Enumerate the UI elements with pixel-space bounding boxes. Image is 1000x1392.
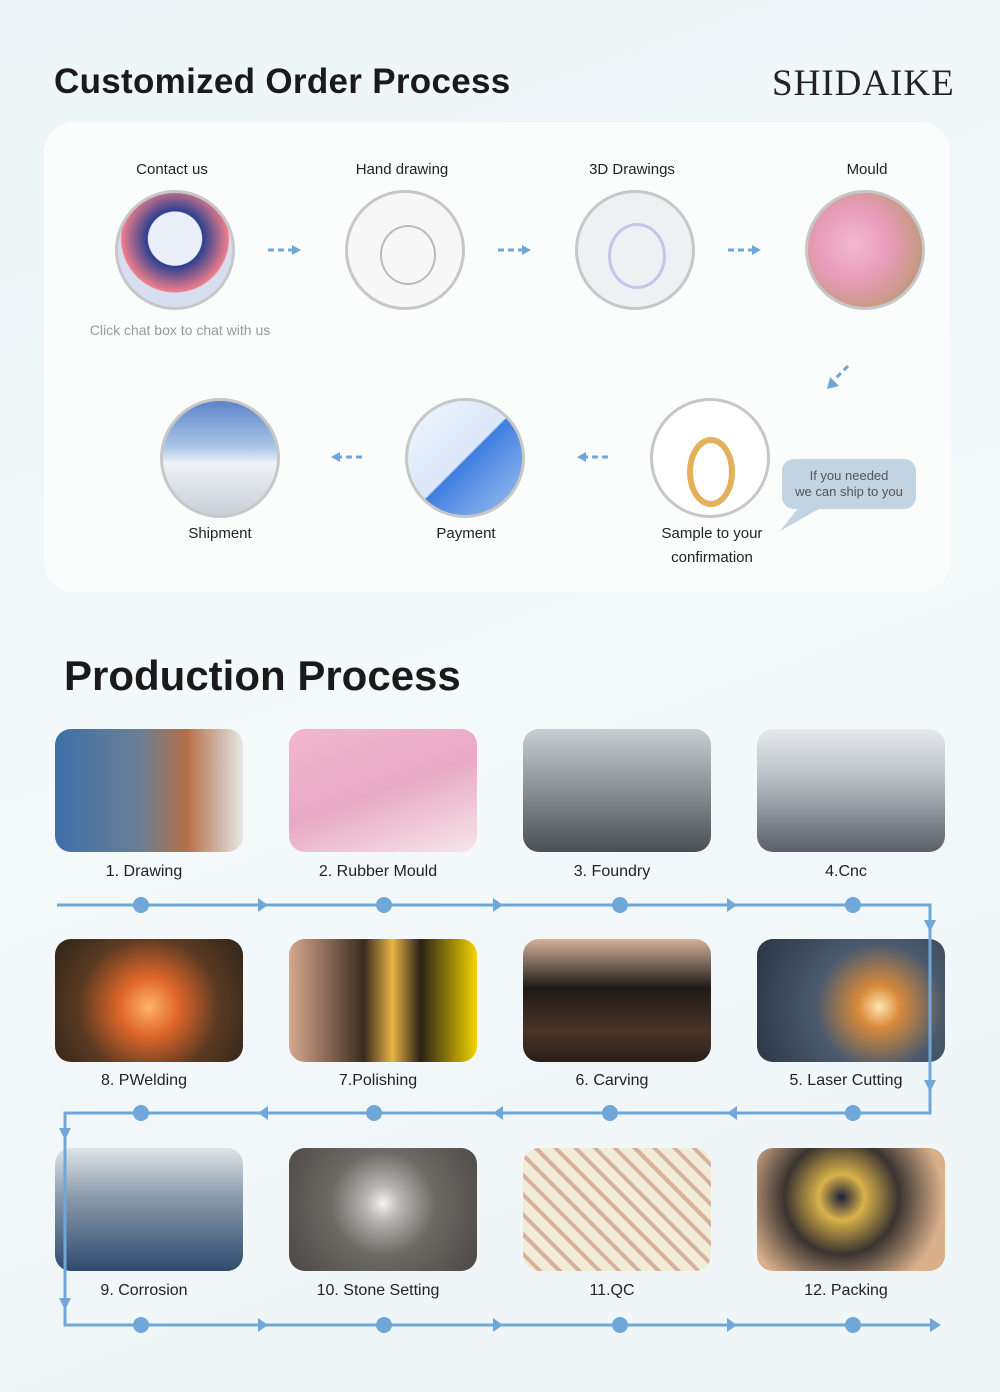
bubble-line-2: we can ship to you — [795, 484, 903, 499]
prod-label-4: 4.Cnc — [825, 863, 867, 880]
prod-label-12: 12. Packing — [804, 1282, 888, 1299]
photo-stone-setting — [289, 1148, 477, 1271]
gold-ring-icon — [650, 398, 770, 518]
step-label-sample-2: confirmation — [671, 549, 753, 566]
production-title: Production Process — [64, 652, 461, 699]
photo-carving — [523, 939, 711, 1062]
truck-plane-icon — [160, 398, 280, 518]
prod-label-1: 1. Drawing — [105, 863, 183, 880]
photo-foundry — [523, 729, 711, 852]
prod-label-5: 5. Laser Cutting — [789, 1072, 903, 1089]
ship-info-bubble: If you needed we can ship to you — [782, 459, 916, 509]
prod-label-3: 3. Foundry — [573, 863, 651, 880]
photo-cnc — [757, 729, 945, 852]
photo-drawing — [55, 729, 243, 852]
photo-rubber-mould — [289, 729, 477, 852]
prod-label-7: 7.Polishing — [338, 1072, 418, 1089]
prod-label-9: 9. Corrosion — [100, 1282, 188, 1299]
prod-label-2: 2. Rubber Mould — [318, 863, 438, 880]
prod-label-8: 8. PWelding — [101, 1072, 187, 1089]
prod-label-11: 11.QC — [589, 1282, 635, 1299]
ring-sketch-icon — [345, 190, 465, 310]
photo-welding — [55, 939, 243, 1062]
prod-label-6: 6. Carving — [575, 1072, 649, 1089]
order-arrows — [268, 245, 850, 531]
step-label-3d: 3D Drawings — [589, 161, 675, 178]
brand-logo: SHIDAIKE — [772, 63, 955, 104]
step-label-hand-drawing: Hand drawing — [355, 161, 449, 178]
step-label-contact: Contact us — [136, 161, 208, 178]
step-label-shipment: Shipment — [188, 525, 252, 542]
ring-3d-icon — [575, 190, 695, 310]
prod-label-10: 10. Stone Setting — [316, 1282, 440, 1299]
photo-packing — [757, 1148, 945, 1271]
contact-hint[interactable]: Click chat box to chat with us — [89, 322, 271, 338]
step-label-mould: Mould — [846, 161, 888, 178]
mould-icon — [805, 190, 925, 310]
page-title: Customized Order Process — [54, 62, 511, 101]
step-label-payment: Payment — [436, 525, 496, 542]
photo-corrosion — [55, 1148, 243, 1271]
photo-laser-cutting — [757, 939, 945, 1062]
step-label-sample: Sample to your — [661, 525, 763, 542]
bubble-line-1: If you needed — [809, 468, 889, 483]
headset-agent-icon[interactable] — [115, 190, 235, 310]
photo-polishing — [289, 939, 477, 1062]
photo-qc — [523, 1148, 711, 1271]
qr-payment-icon — [405, 398, 525, 518]
